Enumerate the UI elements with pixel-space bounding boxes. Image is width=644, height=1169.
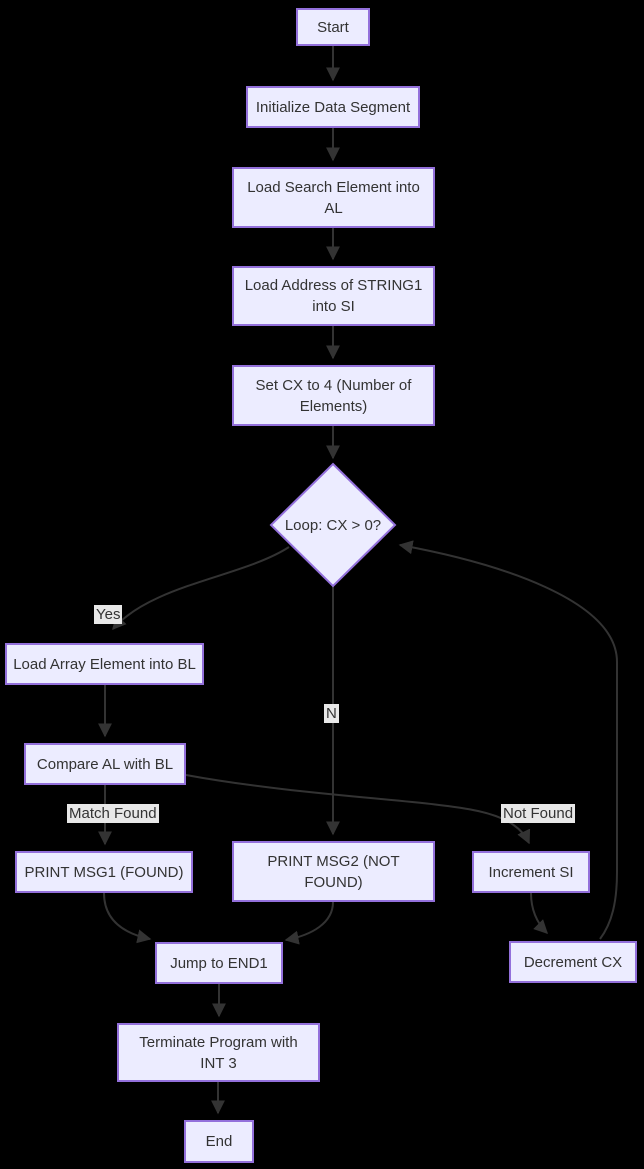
edge-compare-incsi-notfound [185, 774, 531, 845]
edge-label-match-found: Match Found [67, 804, 159, 823]
node-increment-si: Increment SI [472, 851, 590, 893]
node-start: Start [296, 8, 370, 46]
node-loop-decision: Loop: CX > 0? [284, 516, 382, 534]
node-initialize-data-segment: Initialize Data Segment [246, 86, 420, 128]
node-terminate-program: Terminate Program with INT 3 [117, 1023, 320, 1082]
node-decrement-cx: Decrement CX [509, 941, 637, 983]
node-load-array-element: Load Array Element into BL [5, 643, 204, 685]
node-print-msg1: PRINT MSG1 (FOUND) [15, 851, 193, 893]
node-load-address-string1: Load Address of STRING1 into SI [232, 266, 435, 326]
edge-label-n: N [324, 704, 339, 723]
node-compare-al-bl: Compare AL with BL [24, 743, 186, 785]
edge-deccx-loop-return [398, 540, 618, 940]
loop-decision-shape [269, 462, 397, 588]
node-set-cx: Set CX to 4 (Number of Elements) [232, 365, 435, 426]
edge-label-not-found: Not Found [501, 804, 576, 823]
edge-print1-jump [103, 892, 152, 944]
node-end: End [184, 1120, 254, 1163]
edge-incsi-deccx [530, 892, 548, 934]
node-load-search-element: Load Search Element into AL [232, 167, 435, 228]
edge-label-yes: Yes [94, 605, 123, 624]
edge-print2-jump [284, 901, 334, 945]
edge-loop-loadarray-yes [112, 546, 290, 631]
node-print-msg2: PRINT MSG2 (NOT FOUND) [232, 841, 435, 902]
node-jump-to-end1: Jump to END1 [155, 942, 283, 984]
